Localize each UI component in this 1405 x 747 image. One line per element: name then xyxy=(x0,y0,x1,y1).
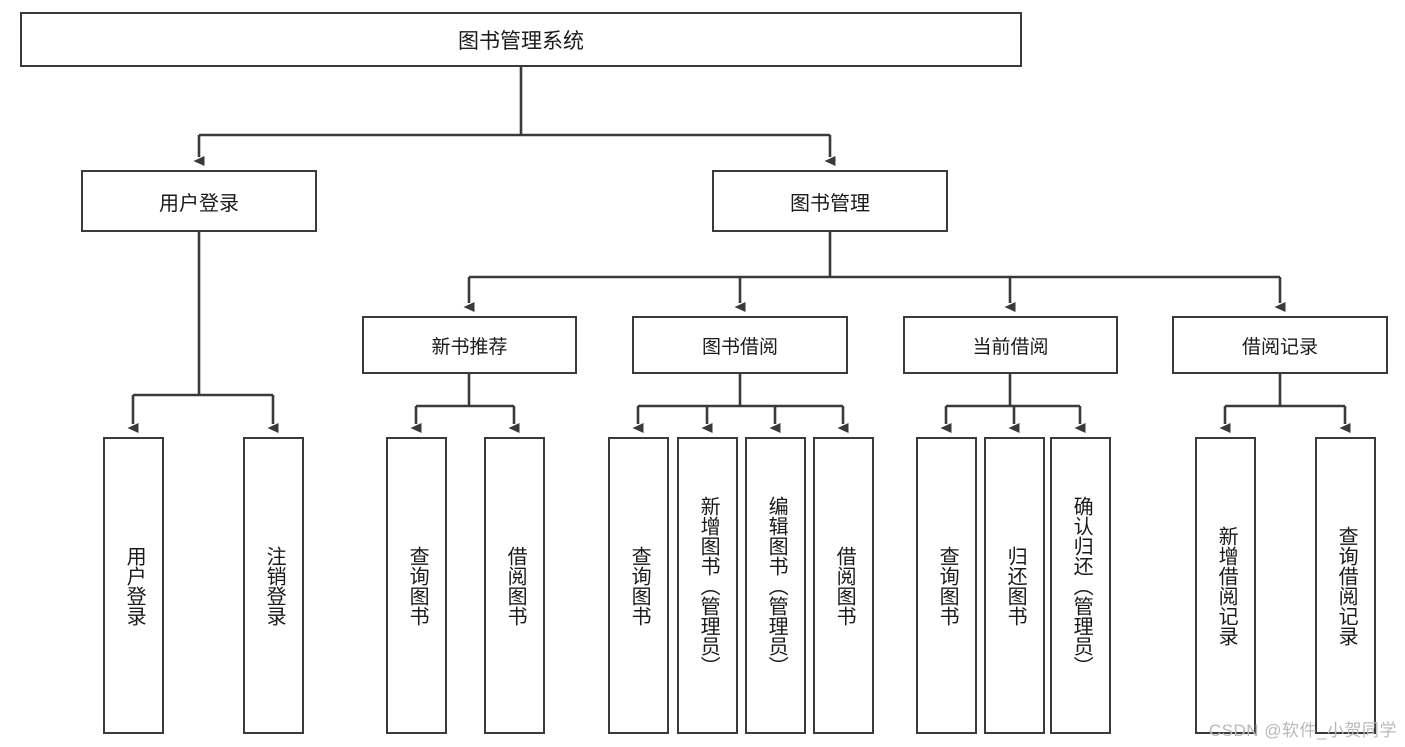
node-level2-new-book-recommend-label: 新书推荐 xyxy=(431,336,508,358)
node-level2-borrow-record-label: 借阅记录 xyxy=(1241,336,1318,358)
leaf-add-borrow-record[interactable]: 新增借阅记录 xyxy=(1195,437,1256,734)
node-level2-book-borrow[interactable]: 图书借阅 xyxy=(632,316,848,374)
leaf-query-book-borrow-label: 查询图书 xyxy=(628,545,651,626)
leaf-borrow-book-recommend-label: 借阅图书 xyxy=(504,545,527,626)
leaf-query-borrow-record[interactable]: 查询借阅记录 xyxy=(1315,437,1376,734)
watermark: CSDN @软件_小贺同学 xyxy=(1208,721,1397,740)
leaf-logout-login-label: 注销登录 xyxy=(263,545,286,626)
leaf-query-book-borrow[interactable]: 查询图书 xyxy=(608,437,669,734)
leaf-edit-book-admin[interactable]: 编辑图书（管理员） xyxy=(745,437,806,734)
node-level2-book-borrow-label: 图书借阅 xyxy=(701,336,778,358)
leaf-add-book-admin-label: 新增图书（管理员） xyxy=(697,495,720,676)
node-level2-current-borrow-label: 当前借阅 xyxy=(972,336,1049,358)
leaf-add-borrow-record-label: 新增借阅记录 xyxy=(1215,525,1238,646)
leaf-borrow-book-label: 借阅图书 xyxy=(833,545,856,626)
node-root-label: 图书管理系统 xyxy=(458,29,584,53)
node-root[interactable]: 图书管理系统 xyxy=(20,12,1022,67)
node-level2-current-borrow[interactable]: 当前借阅 xyxy=(903,316,1118,374)
leaf-return-book[interactable]: 归还图书 xyxy=(984,437,1045,734)
leaf-confirm-return-admin[interactable]: 确认归还（管理员） xyxy=(1050,437,1111,734)
node-level1-user-login-label: 用户登录 xyxy=(159,192,239,215)
leaf-user-login[interactable]: 用户登录 xyxy=(103,437,164,734)
leaf-user-login-label: 用户登录 xyxy=(123,545,146,626)
node-level1-user-login[interactable]: 用户登录 xyxy=(81,170,317,232)
leaf-confirm-return-admin-label: 确认归还（管理员） xyxy=(1070,495,1093,676)
leaf-query-book-recommend-label: 查询图书 xyxy=(406,545,429,626)
leaf-borrow-book-recommend[interactable]: 借阅图书 xyxy=(484,437,545,734)
leaf-logout-login[interactable]: 注销登录 xyxy=(243,437,304,734)
leaf-query-book-current-label: 查询图书 xyxy=(936,545,959,626)
leaf-edit-book-admin-label: 编辑图书（管理员） xyxy=(765,495,788,676)
node-level2-borrow-record[interactable]: 借阅记录 xyxy=(1172,316,1388,374)
leaf-borrow-book[interactable]: 借阅图书 xyxy=(813,437,874,734)
leaf-query-book-recommend[interactable]: 查询图书 xyxy=(386,437,447,734)
node-level2-new-book-recommend[interactable]: 新书推荐 xyxy=(362,316,577,374)
leaf-query-borrow-record-label: 查询借阅记录 xyxy=(1335,525,1358,646)
leaf-query-book-current[interactable]: 查询图书 xyxy=(916,437,977,734)
leaf-add-book-admin[interactable]: 新增图书（管理员） xyxy=(677,437,738,734)
leaf-return-book-label: 归还图书 xyxy=(1004,545,1027,626)
node-level1-book-management-label: 图书管理 xyxy=(790,192,870,215)
node-level1-book-management[interactable]: 图书管理 xyxy=(712,170,948,232)
